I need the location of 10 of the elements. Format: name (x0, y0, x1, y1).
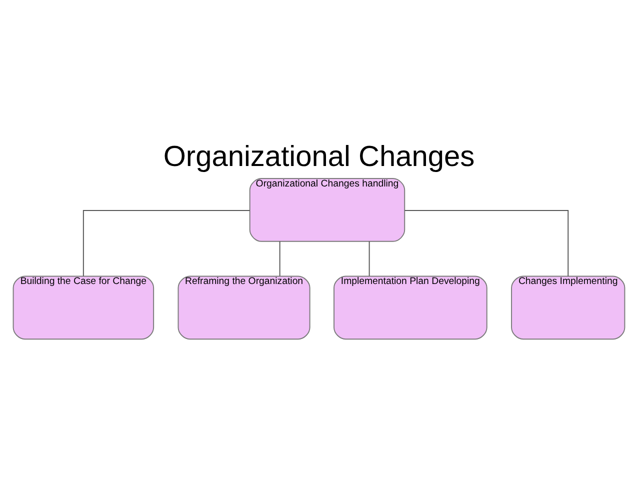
connector (404, 210, 569, 277)
node-box: Reframing the Organization (178, 276, 310, 340)
connector (368, 240, 370, 276)
diagram-title: Organizational Changes (163, 140, 475, 173)
node-box: Implementation Plan Developing (334, 276, 488, 340)
node-box: Changes Implementing (511, 276, 626, 340)
node-box: Building the Case for Change (12, 276, 154, 340)
connector (82, 210, 250, 277)
connector (279, 240, 280, 276)
node-box: Organizational Changes handling (249, 178, 406, 242)
